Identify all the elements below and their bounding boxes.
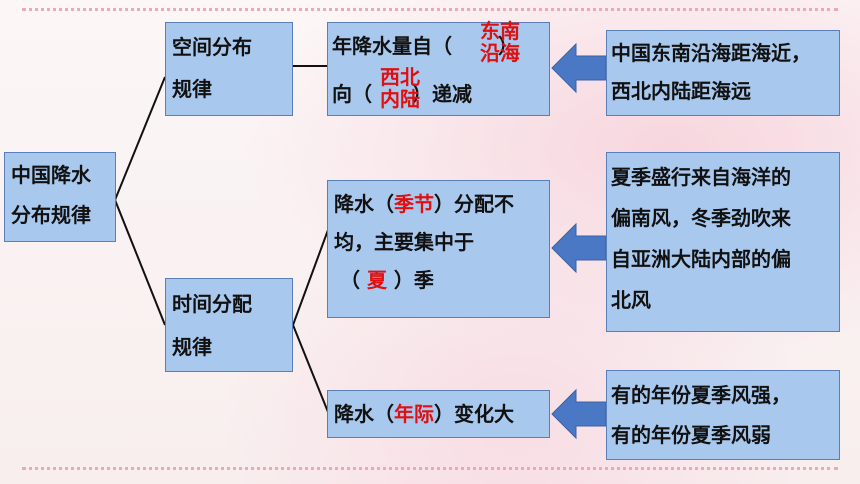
answer-southeast-coast: 东南沿海 — [480, 19, 520, 65]
reason3-line2: 有的年份夏季风弱 — [611, 423, 771, 447]
answer-interannual: 年际 — [394, 402, 434, 426]
answer-season: 季节 — [394, 192, 434, 216]
time-distribution-box: 时间分配 规律 — [165, 278, 293, 372]
reason3-line1: 有的年份夏季风强， — [611, 383, 791, 407]
rule2-line2: 均，主要集中于 — [334, 230, 474, 254]
space-line1: 空间分布 — [172, 35, 252, 59]
rule-interannual-box: 降水（年际）变化大 — [327, 390, 550, 438]
root-line1: 中国降水 — [11, 163, 91, 187]
time-line2: 规律 — [172, 335, 212, 359]
answer-summer: 夏 — [366, 268, 387, 292]
reason-spatial-box: 中国东南沿海距海近， 西北内陆距海远 — [606, 30, 840, 116]
space-distribution-box: 空间分布 规律 — [165, 22, 293, 116]
reason2-line4: 北风 — [611, 288, 651, 312]
reason-seasonal-box: 夏季盛行来自海洋的 偏南风，冬季劲吹来 自亚洲大陆内部的偏 北风 — [606, 152, 840, 332]
arrow-left-icon — [551, 388, 607, 440]
bottom-dotted-border — [22, 467, 838, 470]
root-node-box: 中国降水 分布规律 — [4, 152, 116, 242]
rule-seasonal-box: 降水（季节）分配不 均，主要集中于 （ 夏 ）季 — [327, 180, 550, 318]
reason2-line1: 夏季盛行来自海洋的 — [611, 165, 791, 189]
root-line2: 分布规律 — [11, 203, 91, 227]
reason-interannual-box: 有的年份夏季风强， 有的年份夏季风弱 — [606, 370, 840, 460]
rule-spatial-box: 年降水量自（） 向（）递减 — [327, 22, 550, 116]
time-line1: 时间分配 — [172, 292, 252, 316]
arrow-left-icon — [551, 222, 607, 274]
reason2-line2: 偏南风，冬季劲吹来 — [611, 206, 791, 230]
arrow-left-icon — [551, 42, 607, 94]
rule1-part2: 向（）递减 — [332, 82, 472, 106]
top-dotted-border — [22, 8, 838, 11]
rule1-part1: 年降水量自（） — [332, 34, 518, 58]
reason1-line1: 中国东南沿海距海近， — [611, 41, 811, 65]
answer-northwest-inland: 西北内陆 — [380, 65, 420, 111]
reason2-line3: 自亚洲大陆内部的偏 — [611, 247, 791, 271]
reason1-line2: 西北内陆距海远 — [611, 79, 751, 103]
space-line2: 规律 — [172, 77, 212, 101]
rule2-line1: 降水（季节）分配不 — [334, 192, 514, 216]
rule2-line3: （ 夏 ）季 — [340, 268, 434, 292]
